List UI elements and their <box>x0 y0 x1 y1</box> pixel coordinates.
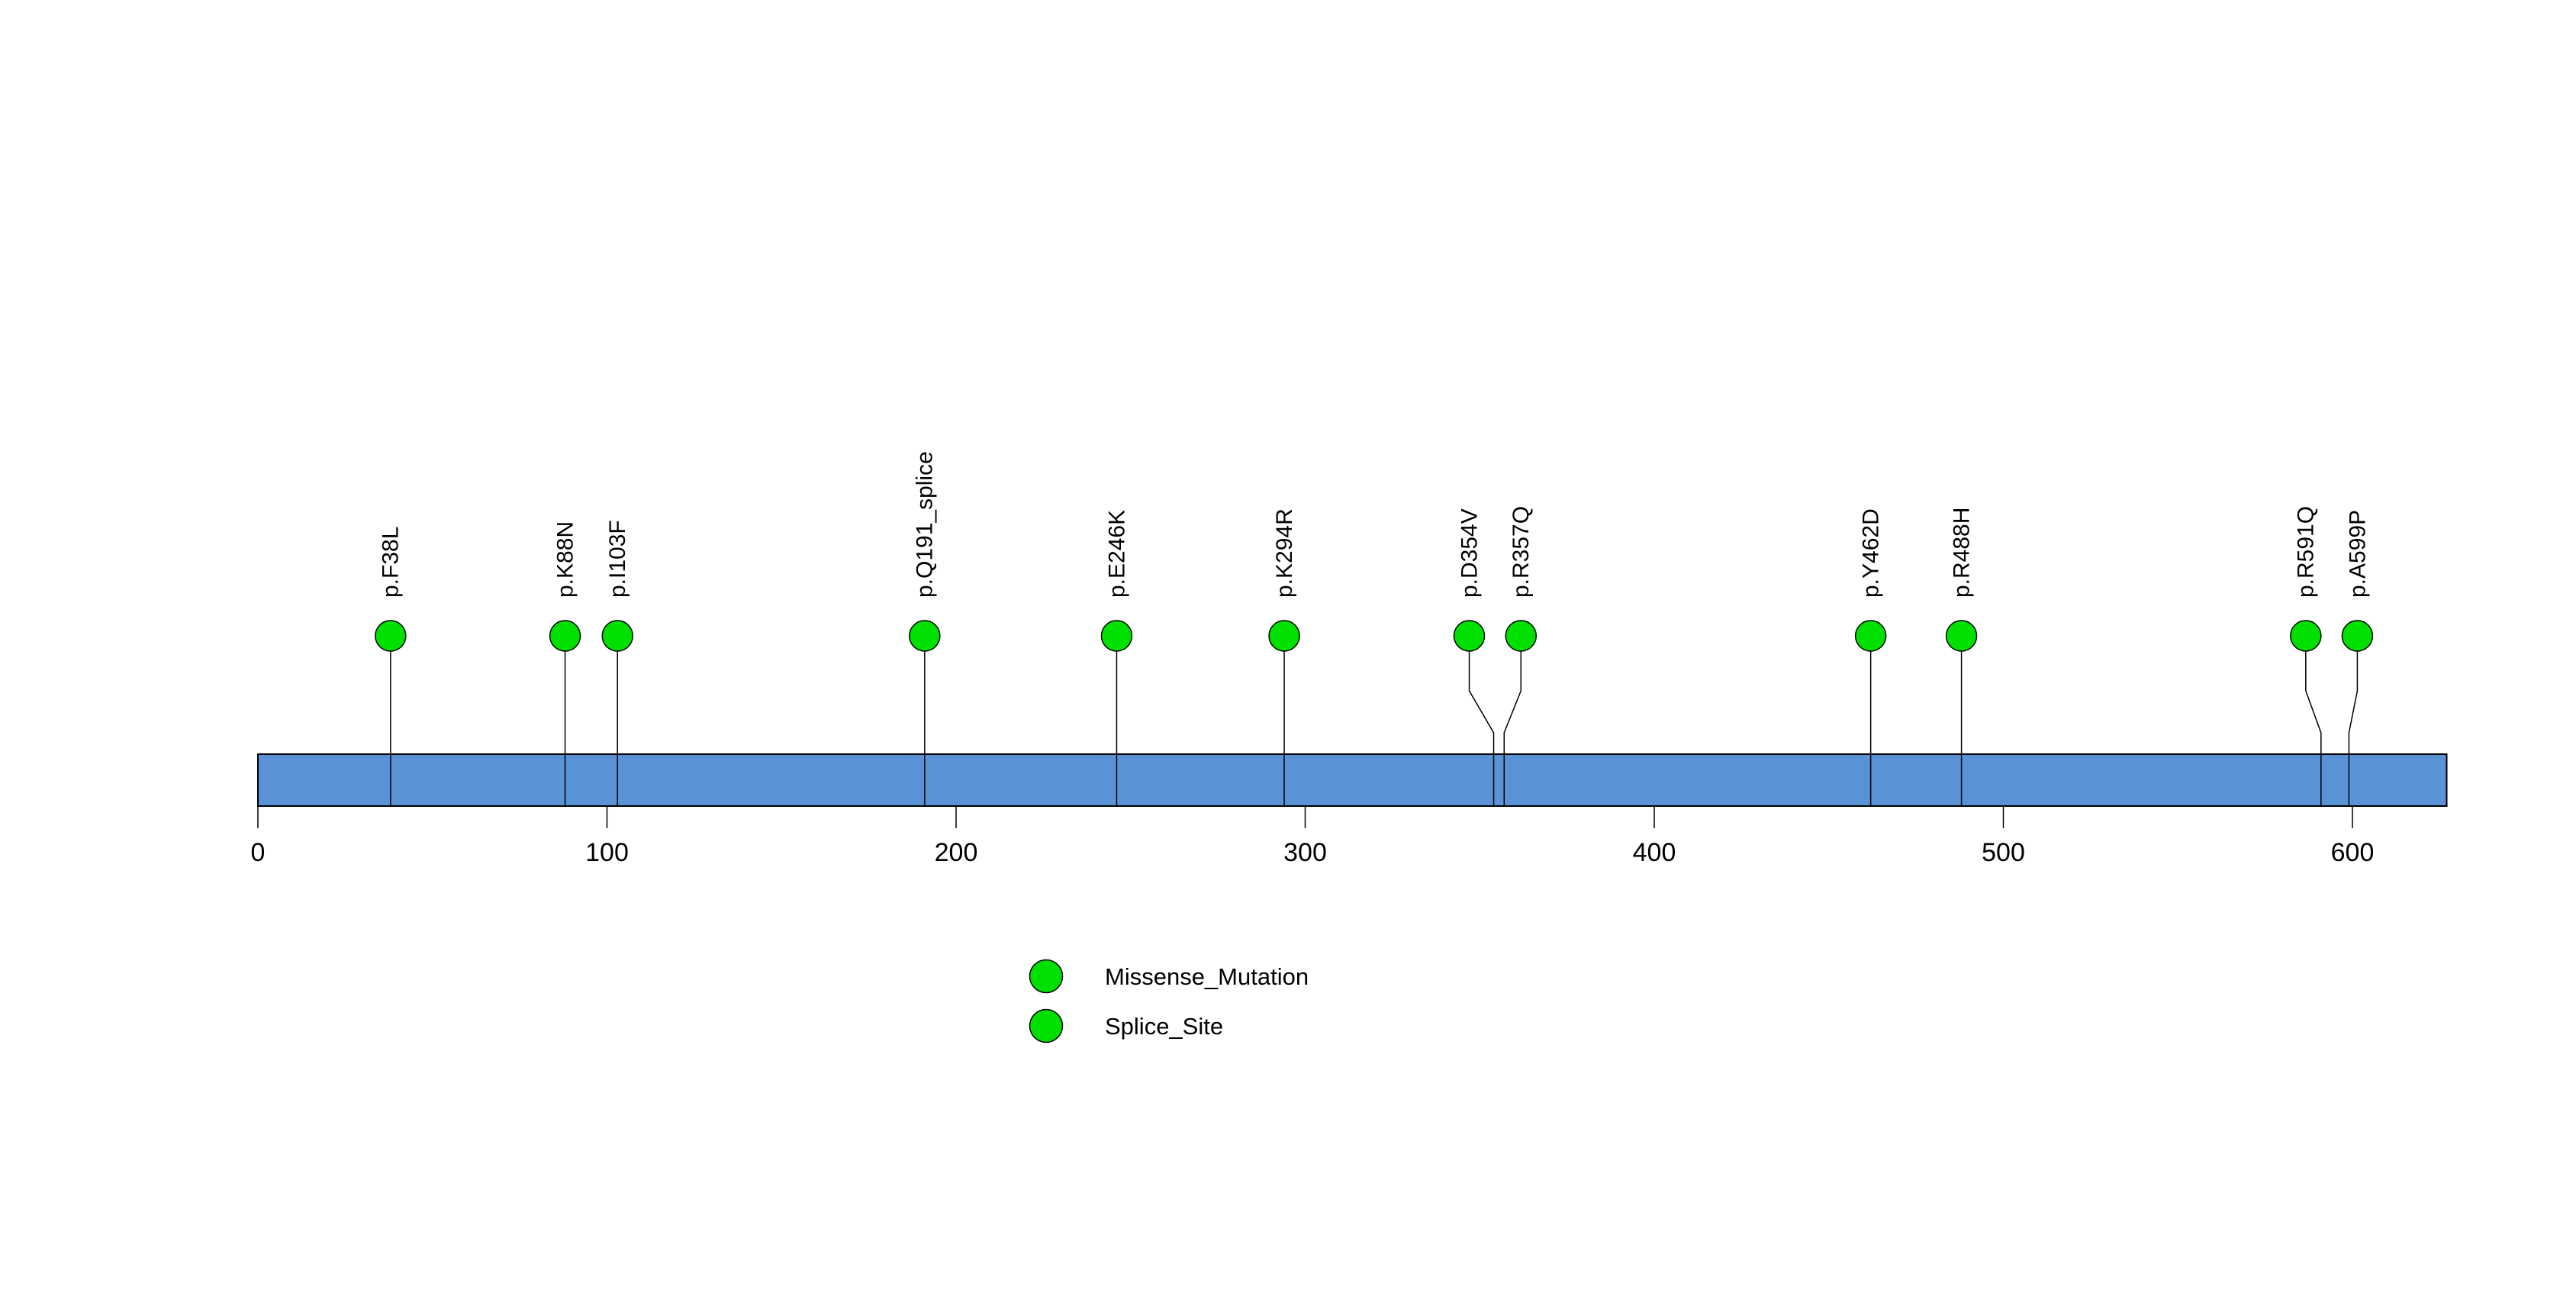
axis-tick-label: 200 <box>935 838 978 867</box>
mutation-labels-layer: p.F38L p.K88N p.I103F p.Q191_splice p.E246K p… <box>378 451 2371 598</box>
legend-item-label: Missense_Mutation <box>1105 963 1309 990</box>
mutation-label: p.R488H <box>1950 508 1975 598</box>
legend-item: Splice_Site <box>1029 1008 1223 1043</box>
mutation-marker[interactable] <box>375 620 407 652</box>
axis-layer: 0 100 200 300 400 500 600 <box>251 806 2375 867</box>
mutation-label: p.E246K <box>1104 510 1129 598</box>
mutation-label: p.D354V <box>1457 508 1482 598</box>
axis-tick-label: 500 <box>1982 838 2025 867</box>
mutation-stem <box>1503 651 1522 806</box>
mutation-marker[interactable] <box>2341 620 2374 652</box>
mutation-label: p.Y462D <box>1859 508 1884 598</box>
mutation-marker[interactable] <box>601 620 633 652</box>
legend-item-label: Splice_Site <box>1105 1013 1223 1040</box>
mutation-label: p.A599P <box>2345 510 2370 598</box>
axis-tick-label: 300 <box>1283 838 1327 867</box>
mutation-stems-layer <box>390 651 2359 806</box>
protein-backbone-layer <box>257 753 2448 807</box>
axis-tick-label: 400 <box>1633 838 1676 867</box>
mutation-marker[interactable] <box>1100 620 1133 652</box>
mutation-label: p.K88N <box>553 521 578 598</box>
mutation-marker[interactable] <box>1505 620 1538 652</box>
mutation-marker[interactable] <box>909 620 941 652</box>
axis-tick-label: 0 <box>251 838 266 867</box>
mutation-stem <box>2348 651 2359 806</box>
mutation-markers-layer <box>375 620 2374 652</box>
mutation-label: p.I103F <box>605 520 630 598</box>
legend-item: Missense_Mutation <box>1029 959 1309 994</box>
mutation-stem <box>1468 651 1495 806</box>
protein-backbone-bar <box>257 753 2448 807</box>
mutation-label: p.F38L <box>378 527 404 598</box>
mutation-marker[interactable] <box>2290 620 2322 652</box>
axis-tick-label: 100 <box>585 838 629 867</box>
legend-marker-icon <box>1029 1008 1064 1043</box>
mutation-marker[interactable] <box>1945 620 1978 652</box>
mutation-label: p.R591Q <box>2294 506 2319 598</box>
mutation-stem <box>2305 651 2322 806</box>
legend-marker-icon <box>1029 959 1064 994</box>
mutation-label: p.R357Q <box>1509 506 1534 598</box>
mutation-marker[interactable] <box>1854 620 1887 652</box>
mutation-label: p.K294R <box>1272 508 1297 598</box>
mutation-marker[interactable] <box>549 620 581 652</box>
mutation-marker[interactable] <box>1453 620 1486 652</box>
axis-tick-label: 600 <box>2331 838 2375 867</box>
mutation-label: p.Q191_splice <box>913 451 938 598</box>
mutation-marker[interactable] <box>1268 620 1300 652</box>
